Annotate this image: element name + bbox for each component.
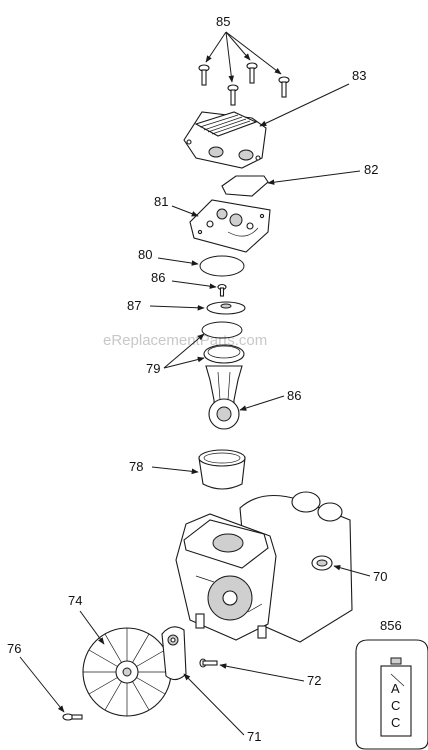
- leader-72: [219, 663, 305, 682]
- cooling-fan-74: [82, 627, 172, 717]
- callout-86-lower: 86: [287, 388, 301, 403]
- callout-83: 83: [352, 68, 366, 83]
- leader-83: [259, 83, 350, 127]
- leader-85: [205, 31, 282, 83]
- o-ring-80: [199, 255, 245, 277]
- callout-78: 78: [129, 459, 143, 474]
- leader-78: [151, 466, 199, 475]
- decal-letter-1: A: [391, 681, 400, 696]
- callout-82: 82: [364, 162, 378, 177]
- crank-arm-71: [161, 626, 187, 681]
- callout-70: 70: [373, 569, 387, 584]
- callout-80: 80: [138, 247, 152, 262]
- leader-70: [333, 564, 371, 577]
- cylinder-head-83: [183, 111, 267, 169]
- decal-letter-3: C: [391, 715, 400, 730]
- cap-screws-85: [198, 62, 290, 106]
- cylinder-sleeve-78: [198, 449, 246, 490]
- connecting-rod-86: [205, 365, 243, 430]
- piston-seals-79: [201, 321, 245, 364]
- callout-76: 76: [7, 641, 21, 656]
- callout-856: 856: [380, 618, 402, 633]
- retainer-disc-87: [206, 301, 246, 315]
- callout-71: 71: [247, 729, 261, 744]
- head-gasket-82: [221, 175, 269, 197]
- decal-letter-2: C: [391, 698, 400, 713]
- callout-79: 79: [146, 361, 160, 376]
- watermark: eReplacementParts.com: [103, 332, 267, 349]
- callout-85: 85: [216, 14, 230, 29]
- leader-74: [79, 610, 105, 645]
- leader-86-upper: [171, 280, 217, 289]
- leader-71: [183, 673, 245, 736]
- callout-74: 74: [68, 593, 82, 608]
- leader-81: [171, 205, 199, 217]
- leader-80: [157, 257, 199, 266]
- leader-76: [19, 656, 65, 713]
- leader-86-lower: [239, 395, 285, 411]
- fan-screw-76: [62, 713, 83, 721]
- set-screw-72: [199, 658, 218, 668]
- callout-81: 81: [154, 194, 168, 209]
- leader-79: [163, 333, 205, 369]
- valve-plate-81: [189, 199, 271, 253]
- leader-82: [267, 170, 361, 185]
- decal-inset-856: A C C: [355, 639, 428, 750]
- callout-87: 87: [127, 298, 141, 313]
- motor-crankcase-70: [175, 491, 353, 643]
- leader-87: [149, 304, 205, 311]
- callout-72: 72: [307, 673, 321, 688]
- callout-86-upper: 86: [151, 270, 165, 285]
- screw-86-upper: [217, 283, 227, 297]
